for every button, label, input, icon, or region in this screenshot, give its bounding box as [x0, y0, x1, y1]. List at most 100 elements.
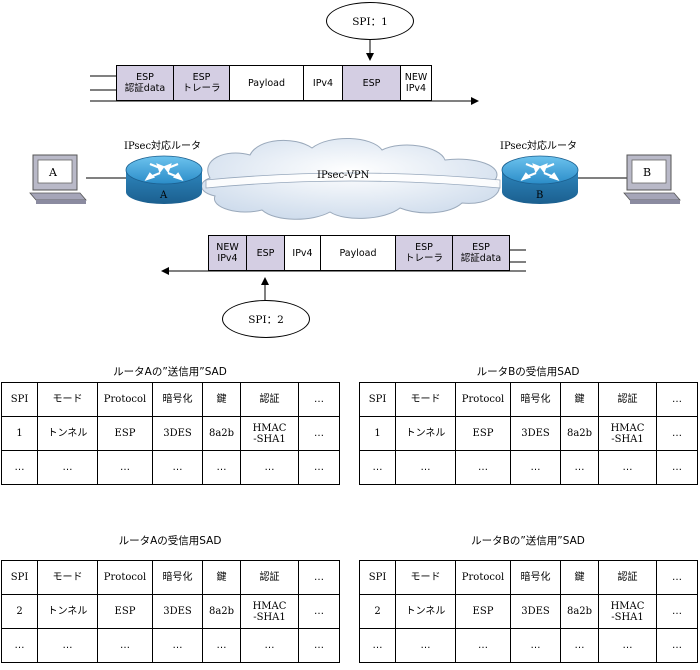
table-header-row: SPI モード Protocol 暗号化 鍵 認証 …	[1, 560, 340, 595]
table-cell: 暗号化	[152, 560, 203, 595]
table-cell: …	[656, 416, 698, 451]
sad-table-b-receive: SPI モード Protocol 暗号化 鍵 認証 … 1 トンネル ESP 3…	[359, 382, 698, 485]
table-cell: トンネル	[37, 416, 98, 451]
table-cell: SPI	[1, 560, 38, 595]
sad-table-title: ルータAの受信用SAD	[118, 535, 222, 547]
table-row: 2 トンネル ESP 3DES 8a2b HMAC -SHA1 …	[1, 594, 340, 629]
table-cell: …	[298, 628, 340, 663]
table-row: 2 トンネル ESP 3DES 8a2b HMAC -SHA1 …	[359, 594, 698, 629]
sad-table-title: ルータAの”送信用”SAD	[113, 366, 227, 378]
table-cell: HMAC -SHA1	[240, 594, 299, 629]
table-cell: …	[1, 450, 38, 485]
table-cell: Protocol	[97, 560, 153, 595]
table-cell: SPI	[359, 560, 396, 595]
table-cell: 暗号化	[510, 382, 561, 417]
spi-top-label: SPI：1	[352, 15, 388, 28]
table-cell: 暗号化	[510, 560, 561, 595]
table-cell: …	[598, 628, 657, 663]
table-cell: …	[359, 628, 396, 663]
table-cell: 3DES	[510, 594, 561, 629]
sad-table-title: ルータBの受信用SAD	[476, 366, 580, 378]
table-cell: モード	[395, 382, 456, 417]
router-a-letter: A	[160, 190, 168, 201]
top-flow-lines	[90, 39, 479, 105]
table-cell: トンネル	[395, 416, 456, 451]
packet-seg: ESP 認証data	[117, 66, 174, 100]
table-row: … … … … … … …	[1, 450, 340, 485]
packet-seg: IPv4	[304, 66, 343, 100]
table-cell: ESP	[97, 416, 153, 451]
table-cell: …	[598, 450, 657, 485]
table-cell: …	[656, 628, 698, 663]
table-cell: …	[656, 450, 698, 485]
table-cell: …	[240, 450, 299, 485]
table-cell: …	[37, 450, 98, 485]
router-a-caption: IPsec対応ルータ	[124, 141, 202, 152]
table-cell: …	[510, 628, 561, 663]
table-cell: モード	[395, 560, 456, 595]
table-cell: SPI	[1, 382, 38, 417]
bottom-packet: NEW IPv4 ESP IPv4 Payload ESP トレーラ ESP 認…	[208, 235, 510, 271]
table-cell: 鍵	[560, 382, 599, 417]
packet-seg: ESP 認証data	[453, 236, 509, 270]
sad-table-a-receive: SPI モード Protocol 暗号化 鍵 認証 … 2 トンネル ESP 3…	[1, 560, 340, 663]
table-cell: …	[298, 594, 340, 629]
table-cell: 認証	[240, 560, 299, 595]
spi-top-ellipse: SPI：1	[326, 2, 414, 40]
table-cell: 3DES	[152, 594, 203, 629]
table-cell: 3DES	[152, 416, 203, 451]
table-cell: …	[152, 628, 203, 663]
table-cell: Protocol	[97, 382, 153, 417]
table-cell: …	[97, 628, 153, 663]
table-cell: …	[152, 450, 203, 485]
table-cell: …	[298, 450, 340, 485]
packet-seg: ESP	[343, 66, 401, 100]
packet-seg: ESP トレーラ	[396, 236, 453, 270]
table-row: … … … … … … …	[1, 628, 340, 663]
packet-seg: IPv4	[285, 236, 321, 270]
router-b-icon	[501, 155, 579, 204]
table-cell: …	[656, 560, 698, 595]
table-cell: …	[298, 382, 340, 417]
packet-seg: ESP トレーラ	[174, 66, 230, 100]
table-cell: 認証	[240, 382, 299, 417]
table-cell: HMAC -SHA1	[598, 416, 657, 451]
sad-table-a-send: SPI モード Protocol 暗号化 鍵 認証 … 1 トンネル ESP 3…	[1, 382, 340, 485]
table-cell: Protocol	[455, 382, 511, 417]
spi-bottom-ellipse: SPI：2	[222, 300, 310, 338]
table-cell: …	[202, 628, 241, 663]
table-header-row: SPI モード Protocol 暗号化 鍵 認証 …	[1, 382, 340, 417]
packet-seg: Payload	[230, 66, 304, 100]
packet-seg: NEW IPv4	[401, 66, 431, 100]
table-cell: 鍵	[560, 560, 599, 595]
table-cell: 3DES	[510, 416, 561, 451]
pc-a-letter: A	[49, 166, 57, 179]
packet-seg: ESP	[247, 236, 285, 270]
table-cell: 8a2b	[202, 594, 241, 629]
table-cell: 認証	[598, 560, 657, 595]
router-a-icon	[125, 155, 203, 204]
table-cell: …	[656, 594, 698, 629]
table-cell: …	[202, 450, 241, 485]
table-row: … … … … … … …	[359, 628, 698, 663]
table-cell: …	[560, 450, 599, 485]
top-packet: ESP 認証data ESP トレーラ Payload IPv4 ESP NEW…	[116, 65, 432, 101]
table-header-row: SPI モード Protocol 暗号化 鍵 認証 …	[359, 382, 698, 417]
packet-seg: NEW IPv4	[209, 236, 247, 270]
router-b-letter: B	[536, 190, 544, 201]
table-cell: トンネル	[37, 594, 98, 629]
vpn-cloud-icon	[201, 138, 501, 220]
table-cell: …	[656, 382, 698, 417]
table-cell: HMAC -SHA1	[240, 416, 299, 451]
table-cell: SPI	[359, 382, 396, 417]
table-cell: 2	[359, 594, 396, 629]
table-row: 1 トンネル ESP 3DES 8a2b HMAC -SHA1 …	[359, 416, 698, 451]
table-cell: ESP	[97, 594, 153, 629]
table-cell: モード	[37, 382, 98, 417]
table-row: 1 トンネル ESP 3DES 8a2b HMAC -SHA1 …	[1, 416, 340, 451]
table-header-row: SPI モード Protocol 暗号化 鍵 認証 …	[359, 560, 698, 595]
table-cell: モード	[37, 560, 98, 595]
table-cell: 2	[1, 594, 38, 629]
table-cell: 8a2b	[560, 594, 599, 629]
